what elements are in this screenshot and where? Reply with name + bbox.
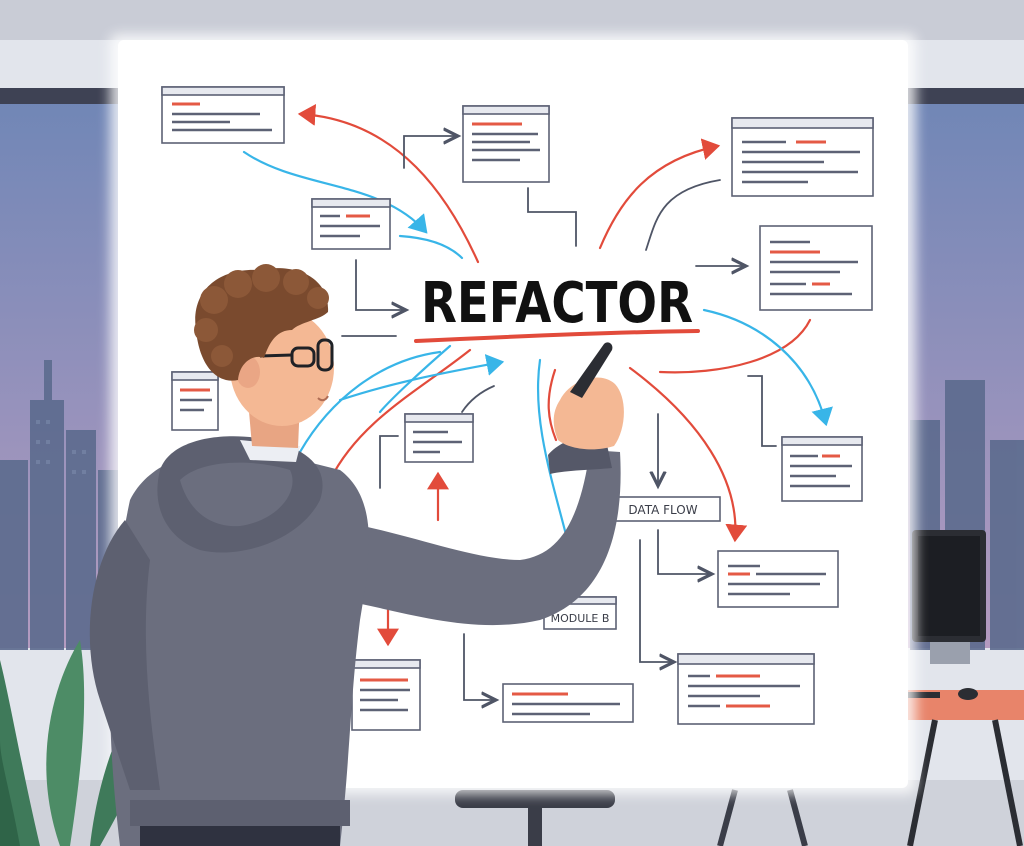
gray-arrow (355, 259, 404, 310)
code-window-card (462, 105, 550, 183)
code-window-card (161, 86, 285, 144)
code-window-card (502, 683, 634, 723)
marker-icon (570, 342, 613, 398)
gray-arrow (463, 633, 494, 700)
gray-arrow (747, 375, 777, 447)
blue-arrow (242, 150, 428, 234)
red-arrow (658, 318, 812, 374)
code-window-card (171, 371, 219, 431)
blue-arrow (702, 308, 833, 427)
red-arrow (547, 368, 558, 442)
code-window-card (677, 653, 815, 725)
red-arrow (328, 348, 472, 482)
gray-arrow (403, 136, 456, 169)
code-window-card (404, 413, 474, 463)
gray-arrow (657, 529, 710, 574)
refactor-title: REFACTOR (421, 271, 693, 336)
gray-arrow (639, 539, 672, 662)
red-arrow (598, 138, 721, 250)
gray-arrow (461, 385, 495, 413)
data-flow-label: DATA FLOW (605, 496, 721, 522)
glasses-icon (259, 338, 334, 372)
red-arrow (628, 366, 748, 543)
code-cards (161, 86, 874, 731)
blue-arrow (338, 354, 505, 402)
title-underline (414, 329, 700, 343)
module-b-text: MODULE B (551, 612, 610, 625)
developer-person (89, 264, 624, 846)
office-chair (455, 789, 808, 846)
code-window-card (731, 117, 874, 197)
ceiling-band (0, 0, 1024, 40)
gray-arrow (645, 179, 721, 251)
red-arrow (297, 103, 480, 264)
gray-arrow (527, 187, 577, 247)
code-window-card (311, 198, 391, 250)
blue-arrow (298, 350, 442, 454)
code-window-card (717, 550, 839, 608)
code-window-card (351, 659, 421, 731)
desk-with-monitor (906, 530, 1024, 846)
data-flow-text: DATA FLOW (628, 503, 697, 517)
code-window-card (759, 225, 873, 311)
blue-arrow (398, 234, 464, 260)
gray-arrow (379, 435, 399, 489)
code-window-card (781, 436, 863, 502)
connector-arrows (242, 103, 833, 700)
blue-arrow (378, 344, 452, 414)
